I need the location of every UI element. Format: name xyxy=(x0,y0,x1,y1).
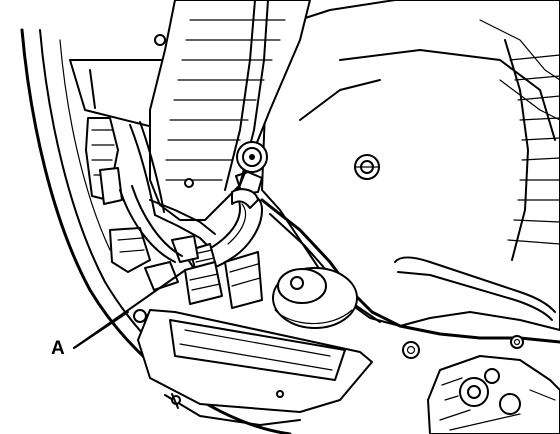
sensor-port xyxy=(235,141,268,195)
radiator-housing xyxy=(149,0,311,221)
lower-air-duct xyxy=(133,309,373,426)
shield-edge-bolts xyxy=(402,335,524,359)
fascia-clips xyxy=(154,34,284,409)
engine-detail-right xyxy=(504,39,560,261)
splash-shield-panel xyxy=(260,0,560,344)
callout-leader-a xyxy=(73,270,185,349)
round-mount xyxy=(272,267,358,329)
left-components xyxy=(85,117,165,273)
shield-bolt xyxy=(354,154,380,180)
engine-parts-bottom-right xyxy=(427,355,560,434)
callout-label-a: A xyxy=(51,338,65,359)
lower-pipe-fittings xyxy=(119,185,263,309)
